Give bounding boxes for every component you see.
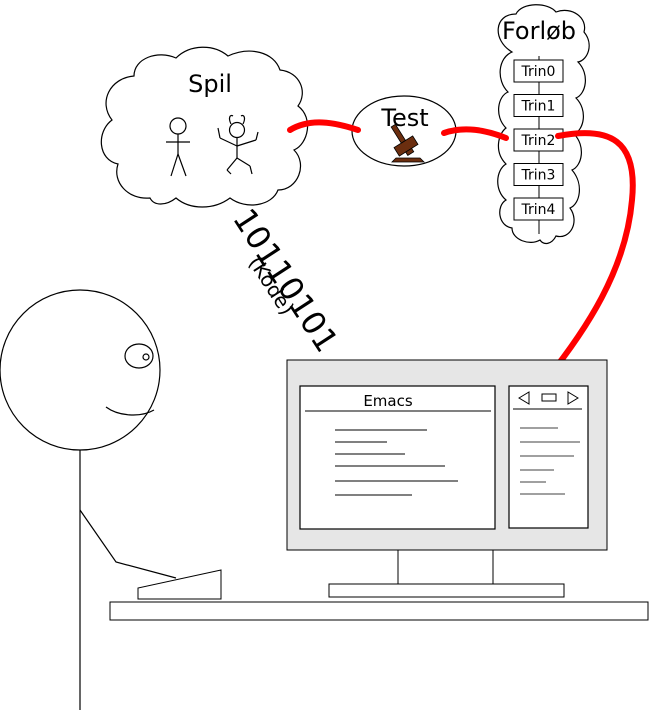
- editor-window: [299, 385, 496, 530]
- progress-step: Trin4: [513, 197, 564, 221]
- progress-step: Trin0: [513, 59, 564, 83]
- person: [0, 289, 177, 710]
- test-node-label: Test: [380, 104, 428, 132]
- person-pupil: [142, 353, 150, 361]
- progress-step-label: Trin2: [521, 133, 556, 149]
- code-binary: 10110101: [225, 202, 346, 359]
- connectors: [287, 119, 636, 383]
- progress-step: Trin2: [513, 128, 564, 152]
- progress-step-label: Trin0: [521, 64, 556, 80]
- gavel-icon: [390, 123, 425, 163]
- person-eye: [124, 343, 154, 369]
- progress-step-box: [513, 59, 564, 83]
- workstation: Emacs: [109, 359, 649, 621]
- progress-step-box: [513, 94, 564, 117]
- code-label: 10110101 (Kode): [225, 202, 346, 359]
- progress-step: Trin1: [513, 94, 564, 117]
- progress-cloud-title: Forløb: [502, 17, 576, 45]
- monitor-stand: [397, 549, 494, 585]
- monitor-base: [328, 583, 565, 598]
- progress-step-label: Trin4: [521, 202, 556, 218]
- progress-step-box: [513, 128, 564, 152]
- person-head: [0, 289, 161, 451]
- horned-creature-icon: [217, 114, 259, 175]
- editor-code-lines: [335, 429, 458, 496]
- person-smile: [105, 406, 155, 416]
- desk: [109, 601, 649, 621]
- triangle-right-icon: [567, 391, 579, 405]
- side-panel: [508, 385, 589, 529]
- progress-step-label: Trin1: [521, 99, 556, 115]
- connector-progress-panel: [543, 130, 636, 383]
- test-node: Test: [351, 95, 457, 167]
- game-cloud-title: Spil: [188, 70, 232, 98]
- game-cloud-shape: [100, 46, 309, 208]
- person-arm: [79, 509, 177, 579]
- connector-test-progress: [441, 126, 509, 141]
- progress-step-box: [513, 163, 564, 186]
- triangle-left-icon: [518, 391, 530, 405]
- stick-person-icon: [166, 117, 190, 177]
- progress-step: Trin3: [513, 163, 564, 186]
- progress-step-box: [513, 197, 564, 221]
- game-cloud: Spil: [100, 46, 309, 208]
- editor-title: Emacs: [363, 392, 413, 410]
- keyboard-icon: [137, 569, 222, 600]
- progress-step-label: Trin3: [521, 168, 556, 184]
- square-icon: [541, 393, 557, 402]
- connector-game-test: [287, 119, 361, 133]
- side-panel-lines: [520, 427, 580, 495]
